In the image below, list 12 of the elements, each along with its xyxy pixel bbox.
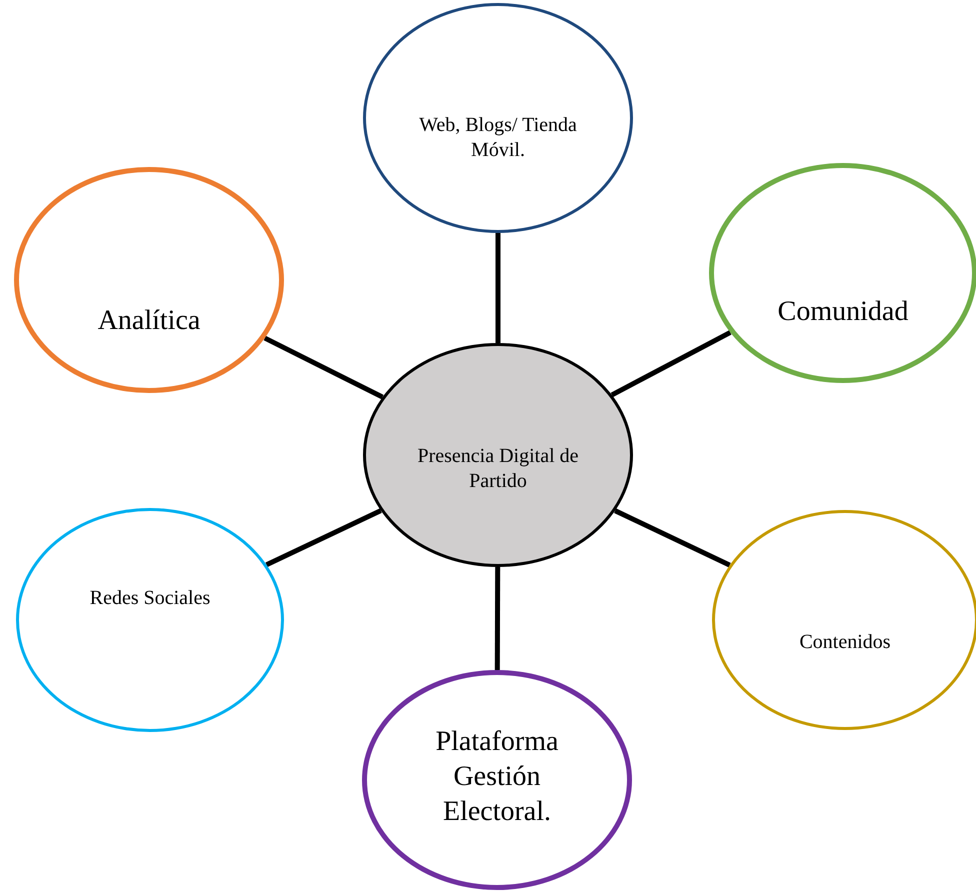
node-label: Analítica: [98, 304, 200, 338]
node-label: Web, Blogs/ Tienda Móvil.: [418, 113, 578, 163]
connector-line: [265, 508, 382, 567]
node-label: Comunidad: [778, 294, 908, 328]
connector-line: [264, 336, 384, 400]
node-label: Contenidos: [799, 630, 891, 654]
connector-line: [496, 233, 500, 343]
node-label: Redes Sociales: [90, 586, 210, 610]
connector-line: [494, 567, 500, 670]
node-label: Presencia Digital de Partido: [416, 444, 580, 494]
connector-line: [610, 330, 732, 398]
node-label: Plataforma Gestión Electoral.: [434, 724, 560, 828]
